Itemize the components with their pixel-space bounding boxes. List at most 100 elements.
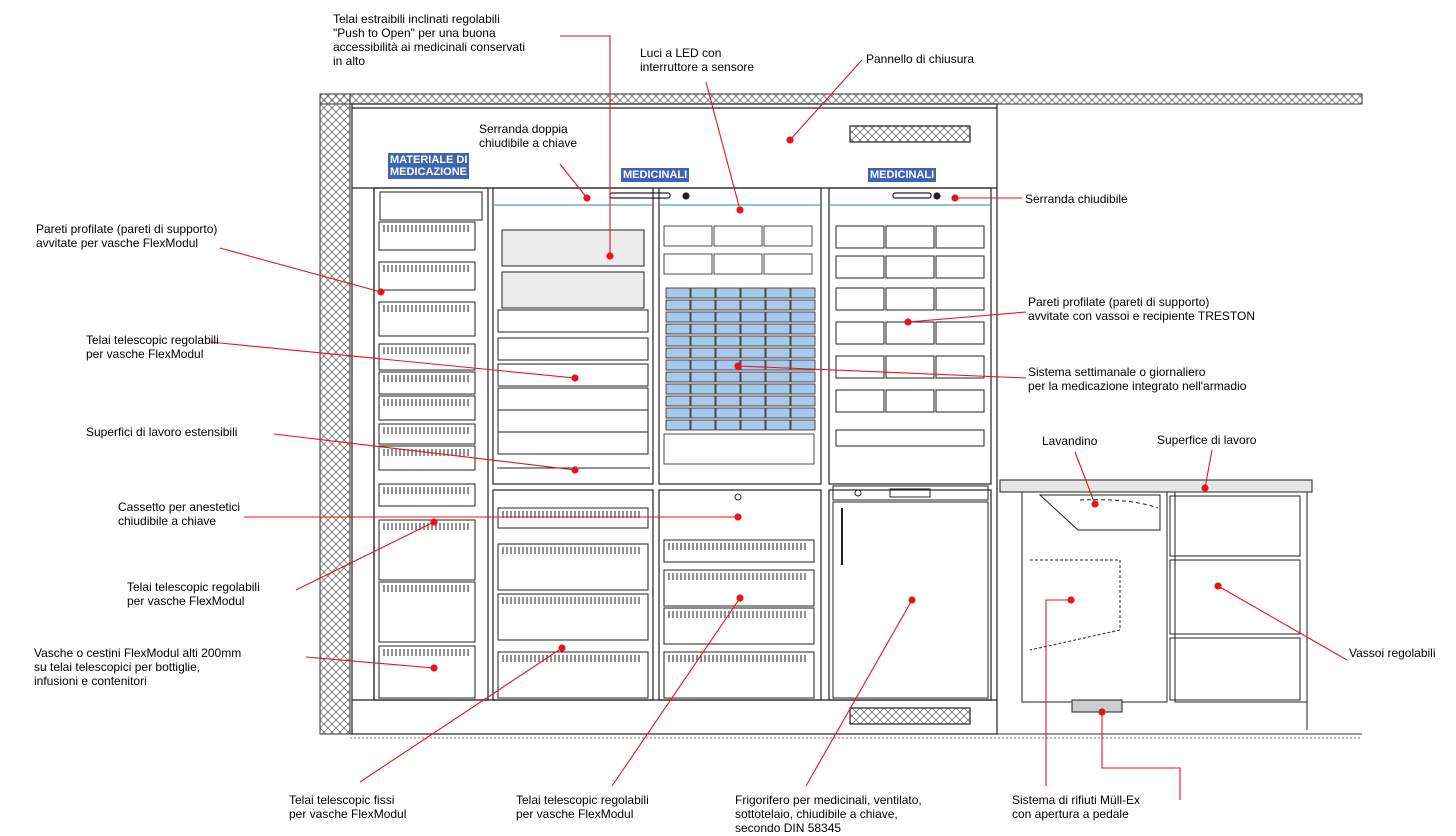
treston-tray [835, 287, 885, 311]
treston-tray [885, 255, 935, 279]
callout-led: Luci a LED con interruttore a sensore [640, 46, 755, 74]
treston-tray [885, 225, 935, 249]
basket [378, 445, 476, 471]
callout-profile-walls-treston: Pareti profilate (pareti di supporto) av… [1028, 295, 1255, 323]
pillbox [790, 299, 816, 311]
basket [378, 581, 476, 643]
treston-tray [835, 389, 885, 413]
section-label-medicines-right: MEDICINALI [868, 168, 937, 182]
pillbox [690, 419, 716, 431]
callout-telescopic-adjustable-2: Telai telescopic regolabili per vasche F… [127, 580, 260, 608]
pillbox [790, 407, 816, 419]
pillbox [715, 323, 741, 335]
pillbox [790, 419, 816, 431]
pillbox [665, 347, 691, 359]
basket [378, 343, 476, 371]
pillbox [790, 395, 816, 407]
callout-work-surface: Superfice di lavoro [1157, 433, 1257, 447]
pillbox [790, 287, 816, 299]
leader-waste-bin [1045, 599, 1071, 786]
treston-tray [935, 321, 985, 345]
pillbox [715, 407, 741, 419]
tray [663, 225, 713, 247]
leader-closing-panel [789, 59, 863, 141]
pillbox [715, 395, 741, 407]
callout-waste-system: Sistema di rifiuti Müll-Ex con apertura … [1012, 793, 1141, 821]
basket [663, 607, 815, 645]
leader-flexmodul-baskets-dot [430, 664, 438, 672]
basket [663, 539, 815, 563]
leader-push-to-open-dot [606, 252, 614, 260]
basket [497, 593, 649, 641]
leader-anesthetics-drawer-dot [734, 513, 742, 521]
pillbox [665, 335, 691, 347]
leader-telescopic-fixed [359, 647, 563, 783]
pillbox [690, 287, 716, 299]
pillbox [765, 419, 791, 431]
leader-double-shutter [559, 163, 588, 199]
leader-telescopic-adjustable-2-dot [430, 518, 438, 526]
pillbox [690, 299, 716, 311]
pillbox [665, 407, 691, 419]
treston-tray [835, 429, 985, 447]
cabinet-housing [351, 103, 998, 735]
treston-tray [885, 287, 935, 311]
basket [663, 651, 815, 699]
leader-sink [1074, 451, 1096, 505]
basket [378, 301, 476, 337]
pillbox [665, 371, 691, 383]
treston-tray [935, 225, 985, 249]
leader-waste-bin-dot [1067, 596, 1075, 604]
pillbox [765, 347, 791, 359]
pillbox [790, 311, 816, 323]
leader-work-surfaces-dot [571, 466, 579, 474]
pillbox [765, 323, 791, 335]
leader-fridge [805, 599, 913, 787]
pillbox [715, 347, 741, 359]
section-label-medicines-middle: MEDICINALI [621, 168, 690, 182]
callout-weekly-system: Sistema settimanale o giornaliero per la… [1028, 365, 1247, 393]
pillbox [690, 407, 716, 419]
pillbox [740, 335, 766, 347]
treston-tray [835, 321, 885, 345]
leader-push-to-open [560, 35, 611, 256]
leader-lockable-shutter-dot [951, 194, 959, 202]
callout-work-surfaces: Superfici di lavoro estensibili [86, 425, 238, 439]
callout-double-shutter: Serranda doppia chiudibile a chiave [479, 122, 578, 150]
leader-telescopic-adjustable-3 [611, 597, 741, 787]
leader-profile-walls-flex-dot [377, 288, 385, 296]
building-structure [319, 93, 1363, 739]
treston-tray [935, 255, 985, 279]
pillbox [765, 395, 791, 407]
callout-telescopic-fixed: Telai telescopic fissi per vasche FlexMo… [289, 793, 407, 821]
pillbox [665, 287, 691, 299]
pillbox [765, 311, 791, 323]
leader-work-surface [1204, 449, 1213, 489]
basket [663, 569, 815, 607]
pillbox [690, 371, 716, 383]
pillbox [740, 287, 766, 299]
pillbox [765, 287, 791, 299]
pillbox [665, 323, 691, 335]
pillbox [740, 407, 766, 419]
leader-weekly-system [737, 365, 1027, 379]
treston-tray [935, 389, 985, 413]
fridge [832, 485, 989, 699]
pillbox [765, 299, 791, 311]
pillbox [690, 383, 716, 395]
leader-adjustable-trays [1217, 585, 1348, 661]
pillbox [740, 383, 766, 395]
leader-adjustable-trays-dot [1214, 582, 1222, 590]
tray [763, 225, 813, 247]
treston-tray [935, 287, 985, 311]
pillbox [790, 335, 816, 347]
pillbox [690, 323, 716, 335]
callout-closing-panel: Pannello di chiusura [866, 52, 975, 66]
tray [763, 253, 813, 275]
pillbox [690, 311, 716, 323]
pillbox [715, 287, 741, 299]
telescopic-frame [497, 409, 649, 433]
treston-tray [885, 389, 935, 413]
treston-tray [835, 225, 885, 249]
